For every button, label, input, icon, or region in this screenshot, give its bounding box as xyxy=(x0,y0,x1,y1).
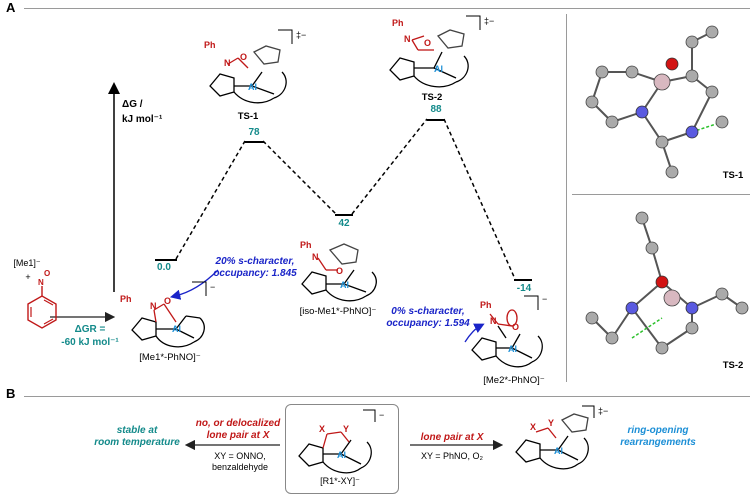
product-structure: Ph N O Al − xyxy=(471,294,547,368)
ts1-3d-label: TS-1 xyxy=(722,170,744,181)
annotation-2: 0% s-character, occupancy: 1.594 xyxy=(386,306,470,329)
svg-text:O: O xyxy=(44,269,50,278)
svg-text:O: O xyxy=(512,322,519,332)
svg-text:Al: Al xyxy=(554,446,563,456)
level-product xyxy=(514,279,532,281)
structure-divider-horizontal xyxy=(572,194,750,195)
left-condition: no, or delocalized lone pair at X xyxy=(195,418,281,441)
panel-a-rule xyxy=(24,8,750,9)
plus-sign: + xyxy=(25,272,31,282)
svg-text:Al: Al xyxy=(337,450,346,460)
svg-text:Al: Al xyxy=(248,82,257,92)
start-complex-structure: Ph N O Al − xyxy=(120,281,215,348)
svg-text:Al: Al xyxy=(340,280,349,290)
level-ts1 xyxy=(245,141,264,143)
ts2-3d-structure xyxy=(585,211,749,355)
product-species-label: [Me2*-PhNO]⁻ xyxy=(483,375,545,386)
left-examples: XY = ONNO, benzaldehyde xyxy=(211,451,269,472)
ts1-3d-structure xyxy=(585,25,729,179)
general-complex-structure: X Y Al − xyxy=(298,409,384,474)
level-value-ts1: 78 xyxy=(248,127,260,138)
svg-text:N: N xyxy=(490,316,497,326)
general-complex-box xyxy=(285,404,399,494)
svg-text:X: X xyxy=(319,424,325,434)
svg-text:−: − xyxy=(542,294,547,304)
svg-text:−: − xyxy=(210,282,215,292)
svg-text:−: − xyxy=(379,410,384,420)
ts2-structure: Ph N O Al ‡− xyxy=(389,15,494,88)
level-value-start: 0.0 xyxy=(157,262,171,273)
nitrosobenzene-structure: N O xyxy=(27,269,57,329)
svg-text:O: O xyxy=(164,296,171,306)
delta-g-r-value: -60 kJ mol⁻¹ xyxy=(61,337,119,348)
svg-text:O: O xyxy=(240,52,247,62)
ts1-structure: Ph N O Al ‡− xyxy=(204,29,306,104)
annotation-arrow-2 xyxy=(464,323,485,343)
axis-label: ΔG / xyxy=(122,99,143,110)
svg-text:‡−: ‡− xyxy=(484,16,494,26)
axis-unit: kJ mol⁻¹ xyxy=(122,114,163,125)
panel-a-label: A xyxy=(6,0,16,15)
right-outcome: ring-opening rearrangements xyxy=(620,425,696,448)
ts1-label: TS-1 xyxy=(237,111,259,122)
level-value-product: -14 xyxy=(516,283,532,294)
svg-text:O: O xyxy=(336,266,343,276)
svg-text:Ph: Ph xyxy=(392,18,404,28)
svg-text:Al: Al xyxy=(434,64,443,74)
annotation-1: 20% s-character, occupancy: 1.845 xyxy=(213,256,297,279)
annotation-arrow-1 xyxy=(169,269,219,300)
left-outcome: stable at room temperature xyxy=(94,425,180,448)
svg-text:N: N xyxy=(312,252,319,262)
delta-g-r-label: ΔGR = xyxy=(74,324,106,335)
svg-text:Ph: Ph xyxy=(300,240,312,250)
svg-text:Al: Al xyxy=(508,344,517,354)
svg-text:‡−: ‡− xyxy=(598,406,608,416)
svg-text:N: N xyxy=(224,58,231,68)
level-value-ts2: 88 xyxy=(430,104,442,115)
svg-text:Y: Y xyxy=(548,418,554,428)
svg-text:Ph: Ph xyxy=(480,300,492,310)
ts2-label: TS-2 xyxy=(421,92,443,103)
start-species-label: [Me1*-PhNO]⁻ xyxy=(139,352,201,363)
rearrangement-structure: X Y Al ‡− xyxy=(515,405,608,470)
svg-text:Al: Al xyxy=(172,324,181,334)
reactant-label: [Me1]⁻ xyxy=(13,258,41,268)
right-condition: lone pair at X xyxy=(420,432,484,443)
ts2-3d-label: TS-2 xyxy=(722,360,744,371)
svg-text:Y: Y xyxy=(343,424,349,434)
general-complex-label: [R1*-XY]⁻ xyxy=(320,476,360,486)
level-value-iso: 42 xyxy=(338,218,350,229)
svg-text:Ph: Ph xyxy=(204,40,216,50)
svg-text:N: N xyxy=(38,278,44,287)
level-iso xyxy=(335,214,353,216)
structure-divider-vertical xyxy=(566,14,567,382)
svg-text:N: N xyxy=(404,34,411,44)
right-examples: XY = PhNO, O₂ xyxy=(420,451,484,461)
svg-text:‡−: ‡− xyxy=(296,30,306,40)
iso-structure: Ph N O Al xyxy=(300,240,377,302)
level-ts2 xyxy=(427,119,445,121)
iso-species-label: [iso-Me1*-PhNO]⁻ xyxy=(299,306,377,317)
panel-b-label: B xyxy=(6,386,16,401)
svg-text:X: X xyxy=(530,422,536,432)
svg-text:Ph: Ph xyxy=(120,294,132,304)
panel-b-rule xyxy=(24,396,750,397)
energy-connectors xyxy=(175,118,516,280)
svg-text:O: O xyxy=(424,38,431,48)
level-start xyxy=(155,259,177,261)
svg-text:N: N xyxy=(150,301,157,311)
